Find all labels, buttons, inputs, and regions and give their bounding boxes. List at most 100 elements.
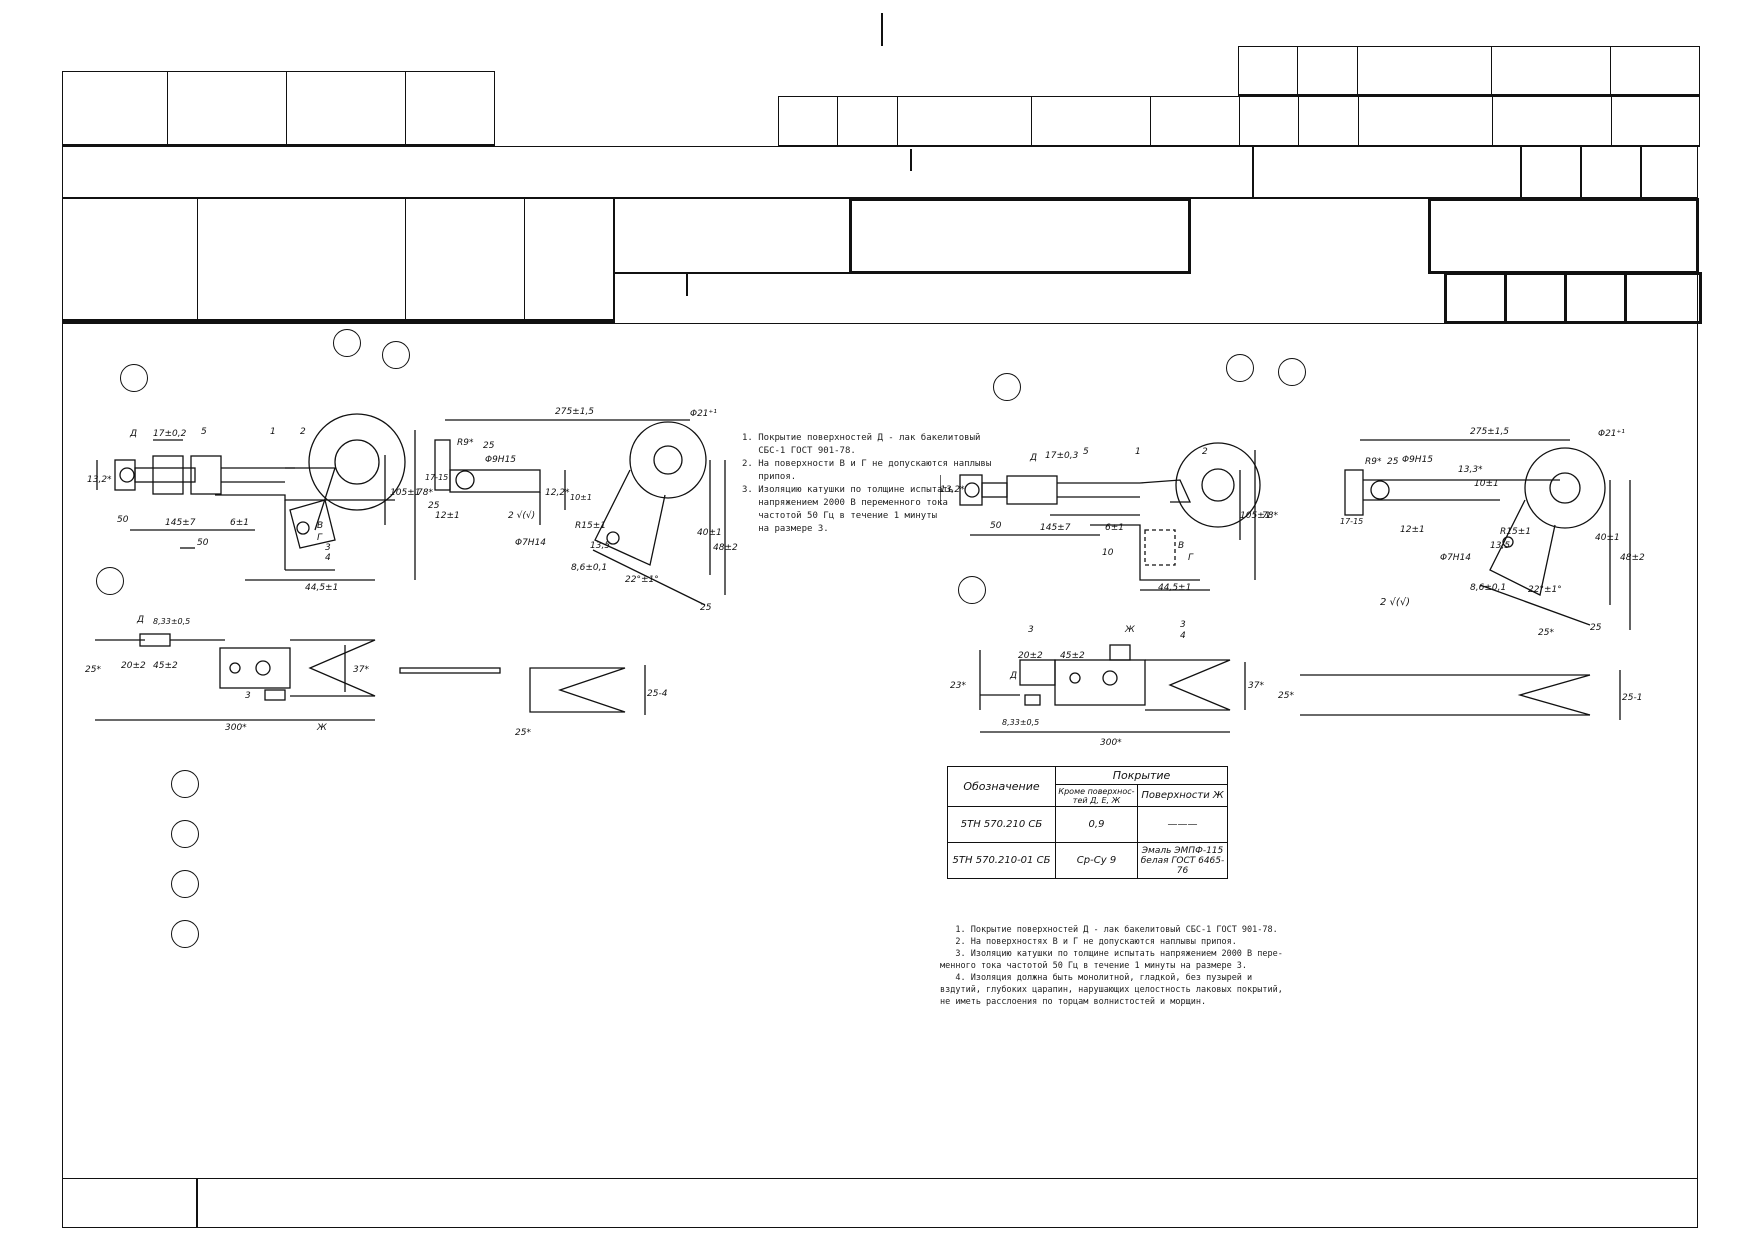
dim-phi9: Φ9Н15 — [485, 455, 516, 465]
dim-833: 8,33±0,5 — [1002, 718, 1039, 727]
title-band — [62, 146, 1698, 198]
note-line: 4. Изоляция должна быть монолитной, глад… — [940, 973, 1253, 983]
dim-25a: 25 — [483, 441, 495, 451]
dim-445: 44,5±1 — [1158, 583, 1191, 593]
dim-22: 22°±1° — [625, 575, 659, 585]
table-row: 5ТН 570.210-01 СБ Ср-Су 9 Эмаль ЭМПФ-115… — [947, 842, 1229, 879]
mark-4: 4 — [1180, 631, 1186, 641]
dim-48: 48±2 — [1620, 553, 1645, 563]
coverage-cell: 5ТН 570.210 СБ — [947, 806, 1056, 843]
dim-20: 20±2 — [1018, 651, 1043, 661]
dim-40: 40±1 — [1595, 533, 1620, 543]
dim-13-5: 13,5 — [590, 541, 610, 551]
dim-833: 8,33±0,5 — [153, 617, 190, 626]
dim-12: 12±1 — [1400, 525, 1425, 535]
dim-d-label: Д — [129, 429, 137, 439]
dim-37: 37* — [1248, 681, 1264, 691]
dim-25-4: 25-4 — [647, 689, 668, 699]
dim-d-label: Д — [1029, 453, 1037, 463]
dim-78: 78* — [1262, 511, 1278, 521]
title-band-sep-4 — [1640, 146, 1642, 198]
bottom-band-divider — [196, 1178, 198, 1228]
dim-275: 275±1,5 — [1470, 427, 1509, 437]
dim-40: 40±1 — [697, 528, 722, 538]
note-line: частотой 50 Гц в течение 1 минуты — [742, 511, 938, 521]
note-line: 2. На поверхностях В и Г не допускаются … — [940, 937, 1237, 947]
dim-12-2: 12,2* — [545, 488, 570, 498]
dim-25b: 25* — [1278, 691, 1294, 701]
pos-1: 1 — [270, 427, 276, 437]
note-line: 3. Изоляцию катушки по толщине испытать … — [940, 949, 1283, 959]
mark-g: Г — [1188, 553, 1194, 563]
note-line: менного тока частотой 50 Гц в течение 1 … — [940, 961, 1248, 971]
stamp-top-right-upper — [1238, 46, 1700, 96]
mark-3b: 3 — [1180, 620, 1186, 630]
dim-25a: 25 — [1387, 457, 1399, 467]
dim-78: 78* — [417, 488, 433, 498]
balloon-circle — [171, 920, 199, 948]
coverage-header-coating: Покрытие — [1054, 766, 1229, 785]
balloon-circle — [171, 870, 199, 898]
dim-50: 50 — [117, 515, 129, 525]
dim-23: 23* — [950, 681, 966, 691]
dim-17: 17±0,3 — [1045, 451, 1079, 461]
table-row: 5ТН 570.210 СБ 0,9 ——— — [947, 806, 1229, 843]
thick-cells-right — [1444, 272, 1702, 324]
coverage-cell: Эмаль ЭМПФ-115 белая ГОСТ 6465-76 — [1136, 842, 1229, 879]
balloon-circle — [958, 576, 986, 604]
mark-v: В — [317, 521, 323, 531]
dim-r15: R15±1 — [1500, 527, 1531, 537]
dim-25c: 25 — [700, 603, 712, 613]
dim-25-star: 25* — [1538, 628, 1554, 638]
dim-13-2: 13,2* — [940, 485, 965, 495]
dim-25-bot: 25* — [85, 665, 101, 675]
dim-13-3: 13,3* — [1458, 465, 1483, 475]
dim-22: 22°±1° — [1528, 585, 1562, 595]
dim-r9: R9* — [1365, 457, 1382, 467]
note-line: не иметь расслоения по торцам волнистост… — [940, 997, 1207, 1007]
note-line: напряжением 2000 В переменного тока — [742, 498, 948, 508]
mid-band-marker — [686, 274, 688, 296]
mid-band-hline — [613, 272, 850, 274]
stamp-top-left — [62, 71, 495, 147]
title-band-sep-3 — [1580, 146, 1582, 198]
balloon-circle — [171, 820, 199, 848]
coverage-table: Обозначение Покрытие Кроме поверхнос-тей… — [947, 766, 1229, 879]
balloon-circle — [382, 341, 410, 369]
pos-1: 1 — [1135, 447, 1141, 457]
top-marker-line — [881, 13, 883, 46]
coverage-cell: 0,9 — [1055, 806, 1138, 843]
dim-13-5: 13,5 — [1490, 541, 1510, 551]
note-line: 1. Покрытие поверхностей Д - лак бакелит… — [742, 433, 981, 443]
coverage-header-designation: Обозначение — [947, 766, 1056, 807]
dim-145: 145±7 — [1040, 523, 1071, 533]
dim-12: 12±1 — [435, 511, 460, 521]
dim-phi21: Φ21⁺¹ — [690, 409, 717, 419]
dim-300: 300* — [1100, 738, 1122, 748]
dim-105: 105±1 — [390, 488, 420, 498]
pos-5: 5 — [201, 427, 207, 437]
dim-25-1: 25-1 — [1622, 693, 1642, 703]
pos-2: 2 — [300, 427, 306, 437]
note-line: 3. Изоляцию катушки по толщине испытать — [742, 485, 954, 495]
mark-v: В — [1178, 541, 1184, 551]
balloon-circle — [96, 567, 124, 595]
mark-3b: 3 — [245, 691, 251, 701]
note-line: 2. На поверхности В и Г не допускаются н… — [742, 459, 992, 469]
note-line: на размере 3. — [742, 524, 829, 534]
stamp-top-right-lower — [778, 96, 1700, 147]
dim-25b: 25 — [428, 501, 440, 511]
dim-300: 300* — [225, 723, 247, 733]
dim-phi21: Φ21⁺¹ — [1598, 429, 1625, 439]
stamp-mid-left — [62, 198, 615, 324]
dim-48: 48±2 — [713, 543, 738, 553]
title-band-divider — [910, 149, 912, 171]
balloon-circle — [993, 373, 1021, 401]
roughness-mark: 2 √(√) — [1380, 597, 1410, 608]
mark-zh: Ж — [1124, 625, 1135, 635]
dim-25c: 25 — [1590, 623, 1602, 633]
balloon-circle — [171, 770, 199, 798]
dim-37: 37* — [353, 665, 369, 675]
bottom-band — [62, 1178, 1698, 1228]
balloon-circle — [1226, 354, 1254, 382]
